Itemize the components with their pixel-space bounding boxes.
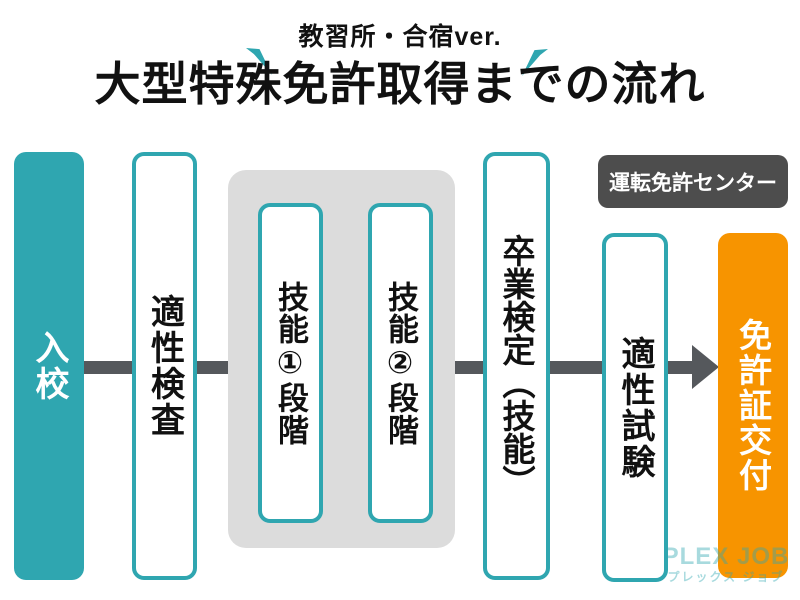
license-center-badge: 運転免許センター (598, 155, 788, 208)
flow-arrowhead-icon (692, 345, 719, 389)
license-center-badge-label: 運転免許センター (609, 171, 777, 195)
step-skill-stage-2: 技能②段階 (368, 203, 433, 523)
step-entry: 入校 (14, 152, 84, 580)
step-aptitude-check: 適性検査 (132, 152, 197, 580)
step-aptitude-test: 適性試験 (602, 233, 668, 582)
page-title: 大型特殊免許取得までの流れ (94, 58, 706, 110)
step-skill-stage-2-label: 技能②段階 (383, 280, 418, 446)
step-aptitude-check-label: 適性検査 (145, 294, 184, 438)
step-skill-stage-1: 技能①段階 (258, 203, 323, 523)
step-license-issue-label: 免許証交付 (734, 318, 772, 493)
step-skill-stage-1-label: 技能①段階 (273, 280, 308, 446)
step-aptitude-test-label: 適性試験 (616, 335, 654, 480)
step-graduation-exam-label: 卒業検定（技能） (498, 234, 535, 498)
step-graduation-exam: 卒業検定（技能） (483, 152, 550, 580)
subtitle-text: 教習所・合宿ver. (298, 23, 502, 51)
subtitle-row: 教習所・合宿ver. (0, 22, 800, 56)
step-license-issue: 免許証交付 (718, 233, 788, 578)
step-entry-label: 入校 (30, 330, 68, 402)
